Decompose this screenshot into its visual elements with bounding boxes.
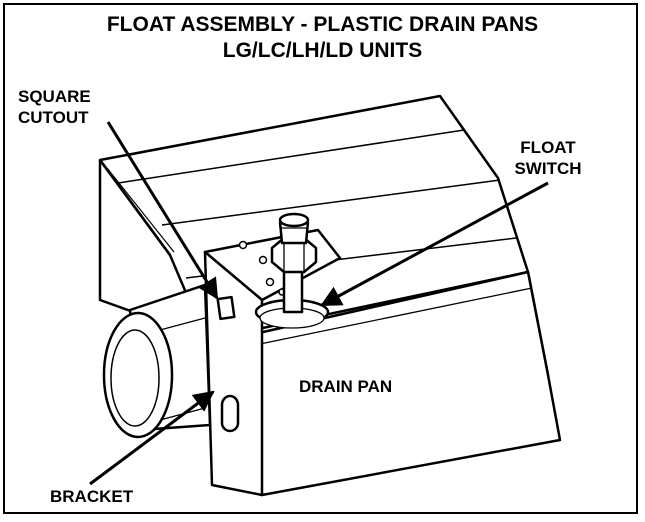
diagram-title-line-1: FLOAT ASSEMBLY - PLASTIC DRAIN PANS: [106, 13, 539, 36]
float-switch-label-line-1: FLOAT: [520, 138, 576, 157]
float-switch-label: FLOAT SWITCH: [508, 137, 588, 179]
square-cutout-label-line-2: CUTOUT: [18, 108, 89, 127]
float-switch: [254, 212, 330, 329]
drain-pipe: [102, 283, 212, 439]
float-switch-label-line-2: SWITCH: [514, 159, 582, 178]
leader-lines: [89, 121, 549, 486]
square-cutout-leader: [106, 121, 219, 300]
bracket-leader: [89, 390, 215, 486]
bracket-label: BRACKET: [50, 487, 134, 506]
drain-pan-label: DRAIN PAN: [299, 377, 393, 396]
diagram-title-line-2: LG/LC/LH/LD UNITS: [222, 39, 423, 62]
square-cutout-label: SQUARE CUTOUT: [18, 86, 91, 128]
float-switch-leader: [320, 181, 549, 307]
bracket-slot: [220, 394, 240, 433]
square-cutout: [216, 295, 236, 321]
square-cutout-label-line-1: SQUARE: [18, 87, 91, 106]
